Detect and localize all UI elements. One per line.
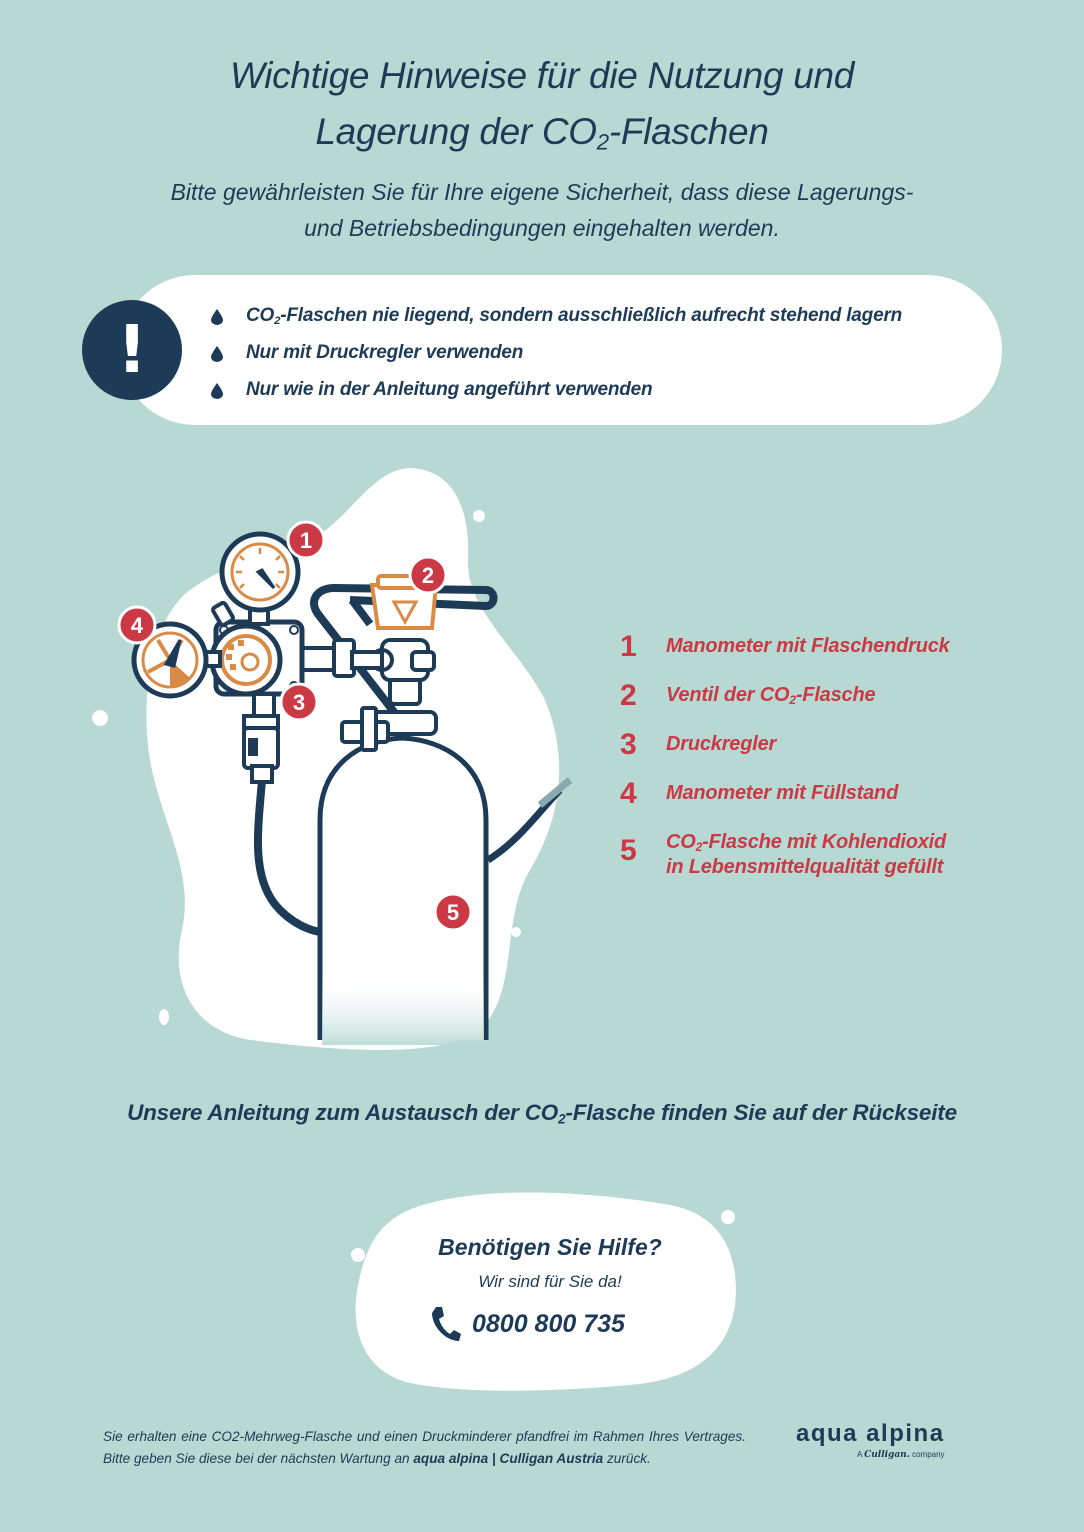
brand-logo: aqua alpina A Culligan. company bbox=[796, 1420, 945, 1460]
dot-decor bbox=[473, 510, 485, 522]
notice-list: CO2-Flaschen nie liegend, sondern aussch… bbox=[210, 297, 902, 408]
marker-4: 4 bbox=[117, 605, 157, 645]
marker-2: 2 bbox=[408, 555, 448, 595]
title-line-2: Lagerung der CO2-Flaschen bbox=[315, 111, 769, 155]
page-title: Wichtige Hinweise für die Nutzung und La… bbox=[0, 48, 1084, 160]
marker-label: 2 bbox=[422, 563, 434, 588]
notice-item: Nur wie in der Anleitung angeführt verwe… bbox=[210, 371, 902, 408]
legend-list: 1 Manometer mit Flaschendruck 2 Ventil d… bbox=[620, 632, 986, 899]
legend-label: Druckregler bbox=[666, 733, 777, 755]
legend-item: 3 Druckregler bbox=[620, 730, 986, 760]
marker-5: 5 bbox=[433, 892, 473, 932]
phone-number[interactable]: 0800 800 735 bbox=[472, 1309, 625, 1338]
phone-icon bbox=[432, 1307, 461, 1341]
co2-bottle-illustration: 1 2 3 4 5 bbox=[92, 468, 573, 1050]
legend-number: 1 bbox=[620, 630, 637, 663]
legend-label: Manometer mit Flaschendruck bbox=[666, 635, 950, 657]
dot-decor bbox=[721, 1210, 735, 1224]
drop-bullet-icon bbox=[211, 308, 223, 325]
marker-1: 1 bbox=[286, 520, 326, 560]
help-blob bbox=[351, 1192, 736, 1391]
marker-label: 1 bbox=[300, 528, 312, 553]
help-title: Benötigen Sie Hilfe? bbox=[438, 1234, 662, 1260]
marker-label: 5 bbox=[447, 900, 459, 925]
drop-bullet-icon bbox=[211, 345, 223, 362]
legend-number: 3 bbox=[620, 728, 637, 761]
help-subtitle: Wir sind für Sie da! bbox=[478, 1272, 622, 1291]
dot-decor bbox=[511, 927, 521, 937]
bottle-body bbox=[317, 735, 489, 1040]
dot-decor bbox=[92, 710, 108, 726]
legend-label: Manometer mit Füllstand bbox=[666, 782, 899, 804]
left-hose bbox=[253, 779, 323, 936]
dot-decor bbox=[351, 1248, 365, 1262]
page-subtitle: Bitte gewährleisten Sie für Ihre eigene … bbox=[0, 174, 1084, 246]
exclamation-icon: ! bbox=[82, 300, 182, 400]
brand-name: aqua alpina bbox=[796, 1420, 945, 1447]
backside-note: Unsere Anleitung zum Austausch der CO2-F… bbox=[127, 1100, 957, 1127]
legend-number: 5 bbox=[620, 834, 637, 867]
legend-item: 2 Ventil der CO2-Flasche bbox=[620, 681, 986, 711]
marker-3: 3 bbox=[279, 682, 319, 722]
footer-text: Sie erhalten eine CO2-Mehrweg-Flasche un… bbox=[103, 1429, 746, 1466]
notice-item: CO2-Flaschen nie liegend, sondern aussch… bbox=[210, 297, 902, 334]
legend-item: 1 Manometer mit Flaschendruck bbox=[620, 632, 986, 662]
subtitle-line-2: und Betriebsbedingungen eingehalten werd… bbox=[304, 215, 780, 241]
brand-tagline: A Culligan. company bbox=[856, 1450, 945, 1460]
marker-label: 4 bbox=[131, 613, 144, 638]
legend-number: 2 bbox=[620, 679, 637, 712]
legend-item: 4 Manometer mit Füllstand bbox=[620, 779, 986, 809]
legend-label: Ventil der CO2-Flasche bbox=[666, 684, 876, 707]
phone-contact[interactable]: 0800 800 735 bbox=[430, 1305, 625, 1343]
notice-box bbox=[120, 275, 1002, 425]
drop-bullet-icon bbox=[211, 382, 223, 399]
legend-number: 4 bbox=[620, 777, 637, 810]
dot-decor bbox=[159, 1009, 169, 1025]
marker-label: 3 bbox=[293, 690, 305, 715]
notice-item: Nur mit Druckregler verwenden bbox=[210, 334, 902, 371]
title-line-1: Wichtige Hinweise für die Nutzung und bbox=[229, 55, 855, 96]
subtitle-line-1: Bitte gewährleisten Sie für Ihre eigene … bbox=[170, 179, 914, 205]
